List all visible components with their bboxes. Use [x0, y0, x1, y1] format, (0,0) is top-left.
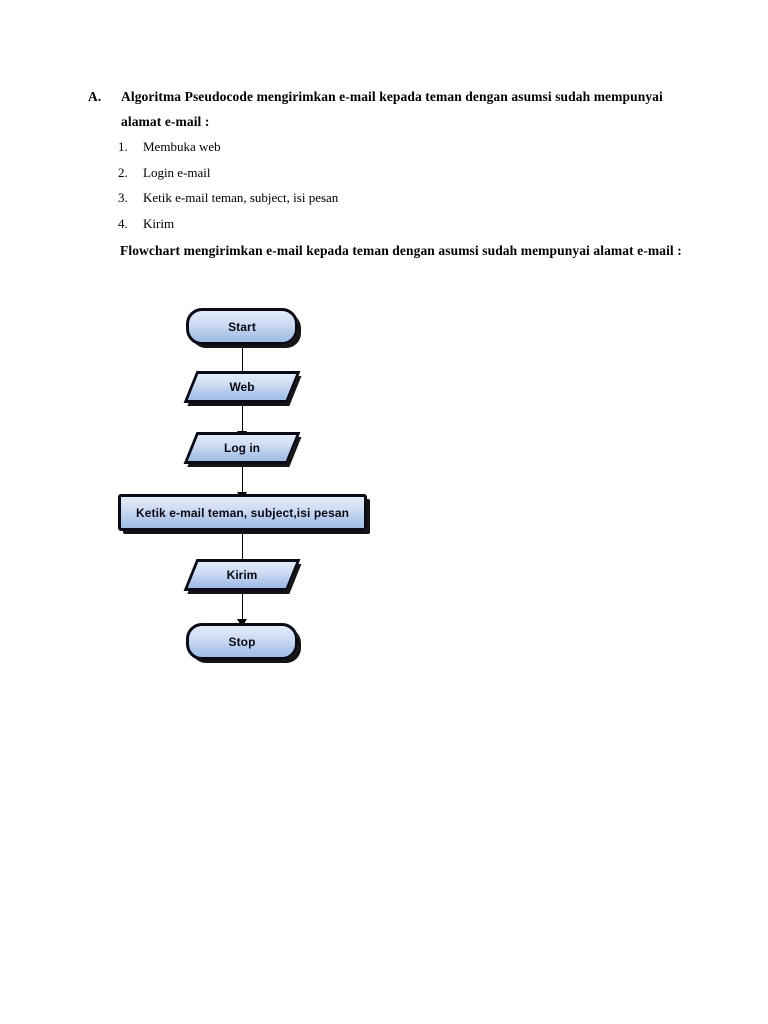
flowchart-caption: Flowchart mengirimkan e-mail kepada tema… — [120, 243, 682, 258]
flowchart-node-label: Ketik e-mail teman, subject,isi pesan — [135, 505, 350, 520]
list-item-label: Membuka web — [143, 139, 221, 154]
list-item-marker: 1. — [118, 139, 128, 154]
algorithm-steps-list: 1. Membuka web 2. Login e-mail 3. Ketik … — [88, 134, 688, 236]
connector-login-compose — [242, 467, 243, 495]
section-heading: A. Algoritma Pseudocode mengirimkan e-ma… — [88, 84, 688, 134]
list-item-marker: 2. — [118, 164, 128, 180]
section-heading-text: Algoritma Pseudocode mengirimkan e-mail … — [121, 89, 663, 129]
connector-start-web — [242, 348, 243, 376]
connector-web-login — [242, 406, 243, 434]
flowchart-node-label: Log in — [224, 441, 260, 455]
list-item-label: Login e-mail — [143, 164, 211, 180]
list-item-label: Kirim — [143, 215, 175, 231]
flowchart-node-login: Log in — [183, 432, 301, 464]
list-item-marker: 4. — [118, 215, 128, 231]
list-item: 2. Login e-mail — [88, 160, 688, 186]
flowchart-node-send: Kirim — [183, 559, 301, 591]
list-item-marker: 3. — [118, 190, 128, 205]
flowchart-diagram: Start Web Log in Ketik e-mail teman, sub… — [0, 300, 768, 670]
flowchart-node-compose: Ketik e-mail teman, subject,isi pesan — [118, 494, 367, 531]
flowchart-node-label: Kirim — [226, 568, 258, 582]
list-item: 3. Ketik e-mail teman, subject, isi pesa… — [88, 185, 688, 211]
flowchart-node-label: Stop — [228, 634, 256, 649]
connector-send-stop — [242, 594, 243, 622]
section-marker: A. — [88, 89, 102, 104]
list-item: 4. Kirim — [88, 211, 688, 237]
list-item: 1. Membuka web — [88, 134, 688, 160]
flowchart-node-label: Web — [229, 380, 255, 394]
flowchart-node-label: Start — [228, 319, 256, 334]
connector-compose-send — [242, 534, 243, 562]
document-body: A. Algoritma Pseudocode mengirimkan e-ma… — [88, 84, 688, 263]
list-item-label: Ketik e-mail teman, subject, isi pesan — [143, 190, 339, 205]
flowchart-node-stop: Stop — [186, 623, 298, 660]
flowchart-node-start: Start — [186, 308, 298, 345]
flowchart-node-web: Web — [183, 371, 301, 403]
